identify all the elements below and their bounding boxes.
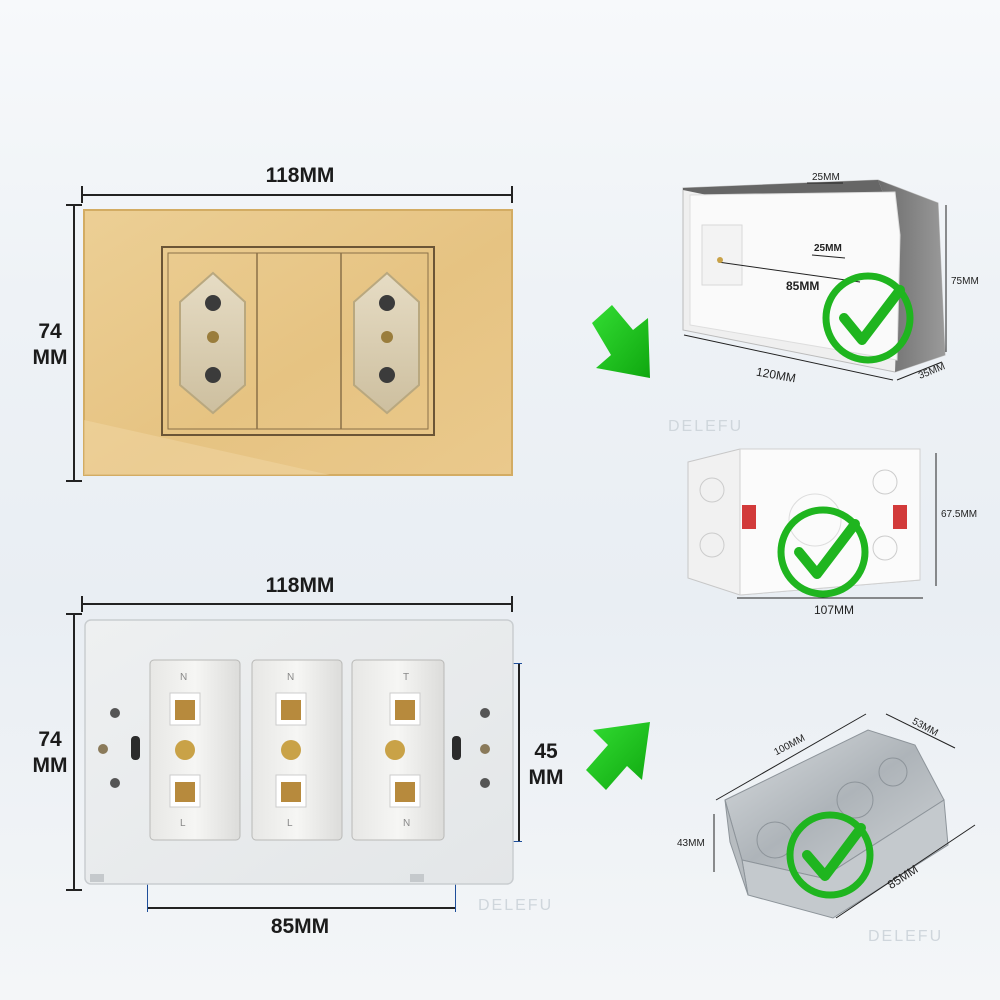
white-box-height-label: 75MM <box>951 276 979 287</box>
mount-spacing-label: 85MM <box>270 915 330 938</box>
back-width-dimension-line <box>82 603 512 605</box>
dim-tick <box>511 186 513 203</box>
cassette-box-height-label: 67.5MM <box>941 509 978 520</box>
back-height-label-unit: MM <box>32 754 68 777</box>
green-arrow-icon-bottom <box>586 722 650 790</box>
gold-width-label: 118MM <box>265 164 335 187</box>
mount-height-label-unit: MM <box>528 766 564 789</box>
watermark-text: DELEFU <box>668 418 744 435</box>
terminal-module-3 <box>351 659 445 841</box>
mount-height-label-number: 45 <box>534 740 558 763</box>
terminal-letter: N <box>403 818 411 829</box>
socket-left-icon <box>179 271 246 415</box>
white-box-hole-spacing-label: 85MM <box>786 279 820 293</box>
watermark-text: DELEFU <box>478 897 554 914</box>
cassette-plastic-box <box>687 448 921 596</box>
terminal-module-1 <box>149 659 241 841</box>
check-mark-icon-3 <box>786 811 874 899</box>
check-mark-icon-2 <box>777 506 869 598</box>
back-height-dimension-line <box>73 614 75 890</box>
cassette-box-length-label: 107MM <box>814 603 855 617</box>
dim-tick <box>66 889 82 891</box>
gold-height-label-unit: MM <box>32 346 68 369</box>
gold-glass-panel <box>83 209 513 476</box>
white-box-inner-slot-label: 25MM <box>814 243 842 254</box>
dim-tick <box>66 613 82 615</box>
dim-tick <box>511 596 513 612</box>
gold-width-dimension-line <box>82 194 512 196</box>
dim-tick <box>66 480 82 482</box>
back-height-label-number: 74 <box>38 728 62 751</box>
check-mark-icon-1 <box>822 272 914 364</box>
mount-spacing-dimension-line <box>148 907 456 909</box>
terminal-letter: L <box>180 818 186 829</box>
metal-box-height-label: 43MM <box>677 838 705 849</box>
back-width-label: 118MM <box>265 574 335 597</box>
dim-tick <box>81 596 83 612</box>
watermark-text: DELEFU <box>868 928 944 945</box>
green-arrow-icon-top <box>592 305 650 378</box>
terminal-letter: L <box>287 818 293 829</box>
dim-tick <box>81 186 83 203</box>
dim-tick <box>66 204 82 206</box>
gold-height-dimension-line <box>73 205 75 481</box>
gold-inner-frame <box>161 246 435 436</box>
metal-junction-box <box>724 729 949 919</box>
gold-height-label-number: 74 <box>38 320 62 343</box>
terminal-letter: T <box>403 672 410 683</box>
socket-right-icon <box>353 271 420 415</box>
mount-height-dimension-line <box>518 664 520 841</box>
terminal-letter: N <box>287 672 295 683</box>
terminal-module-2 <box>251 659 343 841</box>
white-box-top-slot-label: 25MM <box>812 172 840 183</box>
terminal-letter: N <box>180 672 188 683</box>
